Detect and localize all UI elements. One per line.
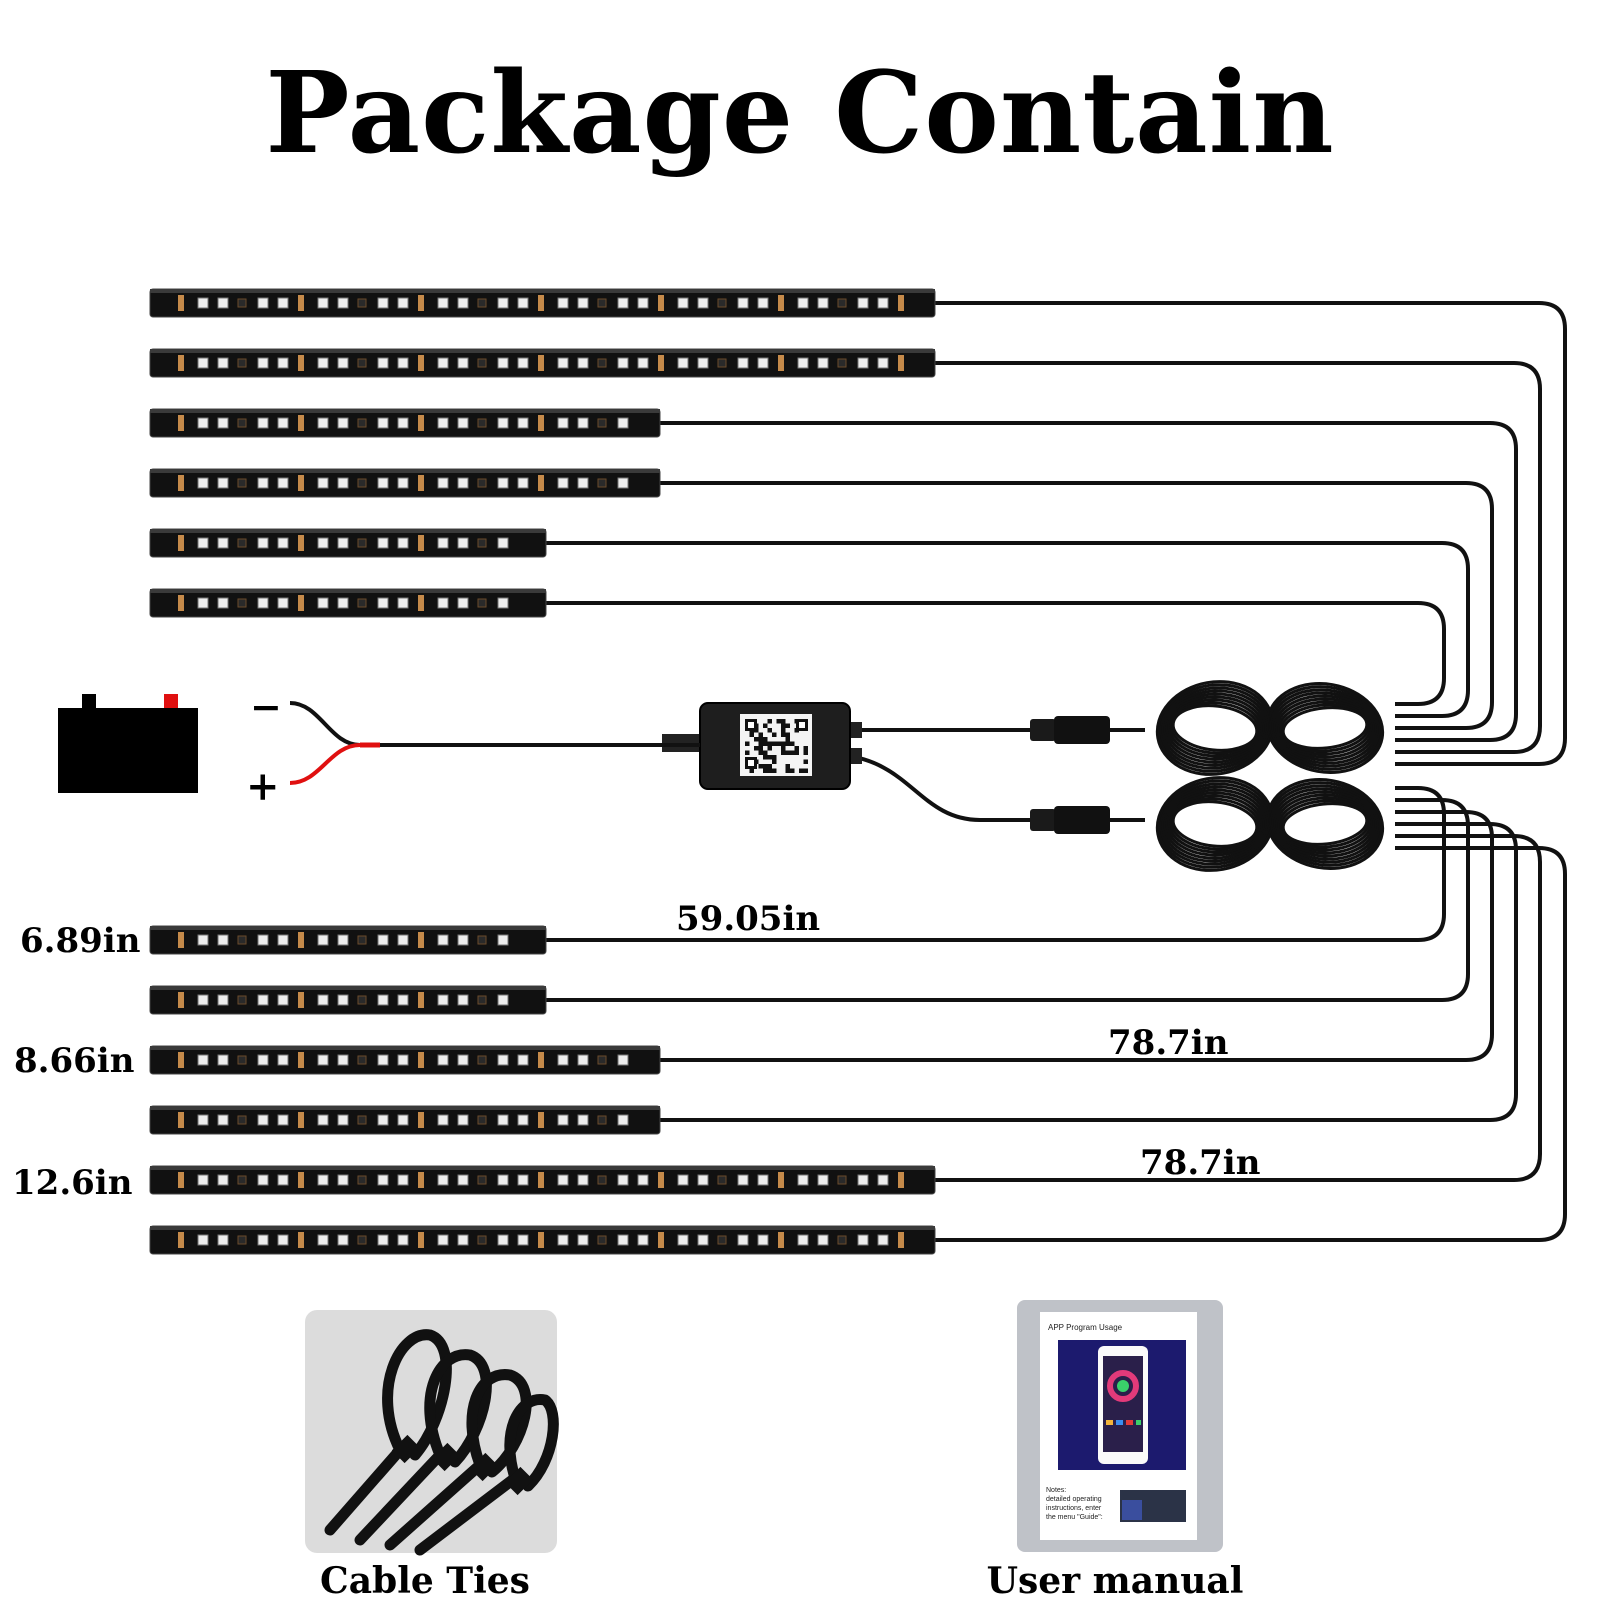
led-strip [149,985,547,1015]
connector-plug-bottom [1030,809,1056,831]
led-strip [149,528,547,558]
battery-icon: − + [58,694,198,793]
cable-length-label-large: 78.7in [1140,1143,1260,1183]
strip-cable [660,822,1518,1122]
wire-minus-sign: − [250,684,282,729]
strip-cable [546,601,1446,706]
power-lead: − + [246,684,700,810]
cable-coil-bottom [1155,776,1385,872]
manual-notes: Notes: detailed operating instructions, … [1046,1487,1103,1521]
strip-cable [546,786,1446,942]
led-strip [149,588,547,618]
strip-cables [546,301,1567,1242]
cable-length-label-small: 59.05in [676,899,820,939]
battery-plus-sign: + [155,715,189,762]
cable-coil-top [1155,680,1385,776]
cable-ties-image [305,1310,559,1556]
strip-length-label-large: 12.6in [12,1163,132,1203]
strip-cable [935,361,1542,754]
cable-length-label-medium: 78.7in [1108,1023,1228,1063]
page-title: Package Contain [265,48,1335,179]
strip-cable [546,798,1470,1002]
led-strip [149,408,661,438]
led-strips [149,288,936,1255]
wire-plus-sign: + [246,763,280,810]
led-strip [149,1045,661,1075]
led-strip [149,348,936,378]
connector-socket-bottom [1054,806,1110,834]
led-strip [149,1165,936,1195]
controller-output-wire-bottom [839,753,1040,822]
connector-plug-top [1030,719,1056,741]
svg-text:instructions, enter: instructions, enter [1046,1505,1102,1512]
strip-length-label-medium: 8.66in [14,1041,134,1081]
strip-cable [935,301,1567,766]
user-manual-image: APP Program Usage Notes: detailed operat… [1017,1300,1223,1552]
qr-code-icon [745,719,808,773]
strip-cable [546,541,1470,718]
strip-cable [935,834,1542,1182]
svg-text:the menu "Guide":: the menu "Guide": [1046,1514,1103,1521]
strip-cable [935,846,1567,1242]
controller-box [662,702,862,790]
cable-ties-caption: Cable Ties [320,1560,530,1602]
svg-text:Notes:: Notes: [1046,1487,1066,1494]
led-strip [149,1105,661,1135]
battery-minus-sign: − [74,717,104,759]
led-strip [149,1225,936,1255]
led-strip [149,288,936,318]
strip-cable [660,810,1494,1062]
user-manual-caption: User manual [986,1560,1244,1602]
svg-text:detailed operating: detailed operating [1046,1496,1102,1503]
strip-cable [660,421,1518,742]
strip-cable [660,481,1494,730]
strip-length-label-small: 6.89in [20,921,140,961]
led-strip [149,468,661,498]
manual-header: APP Program Usage [1048,1323,1123,1332]
connector-socket-top [1054,716,1110,744]
led-strip [149,925,547,955]
